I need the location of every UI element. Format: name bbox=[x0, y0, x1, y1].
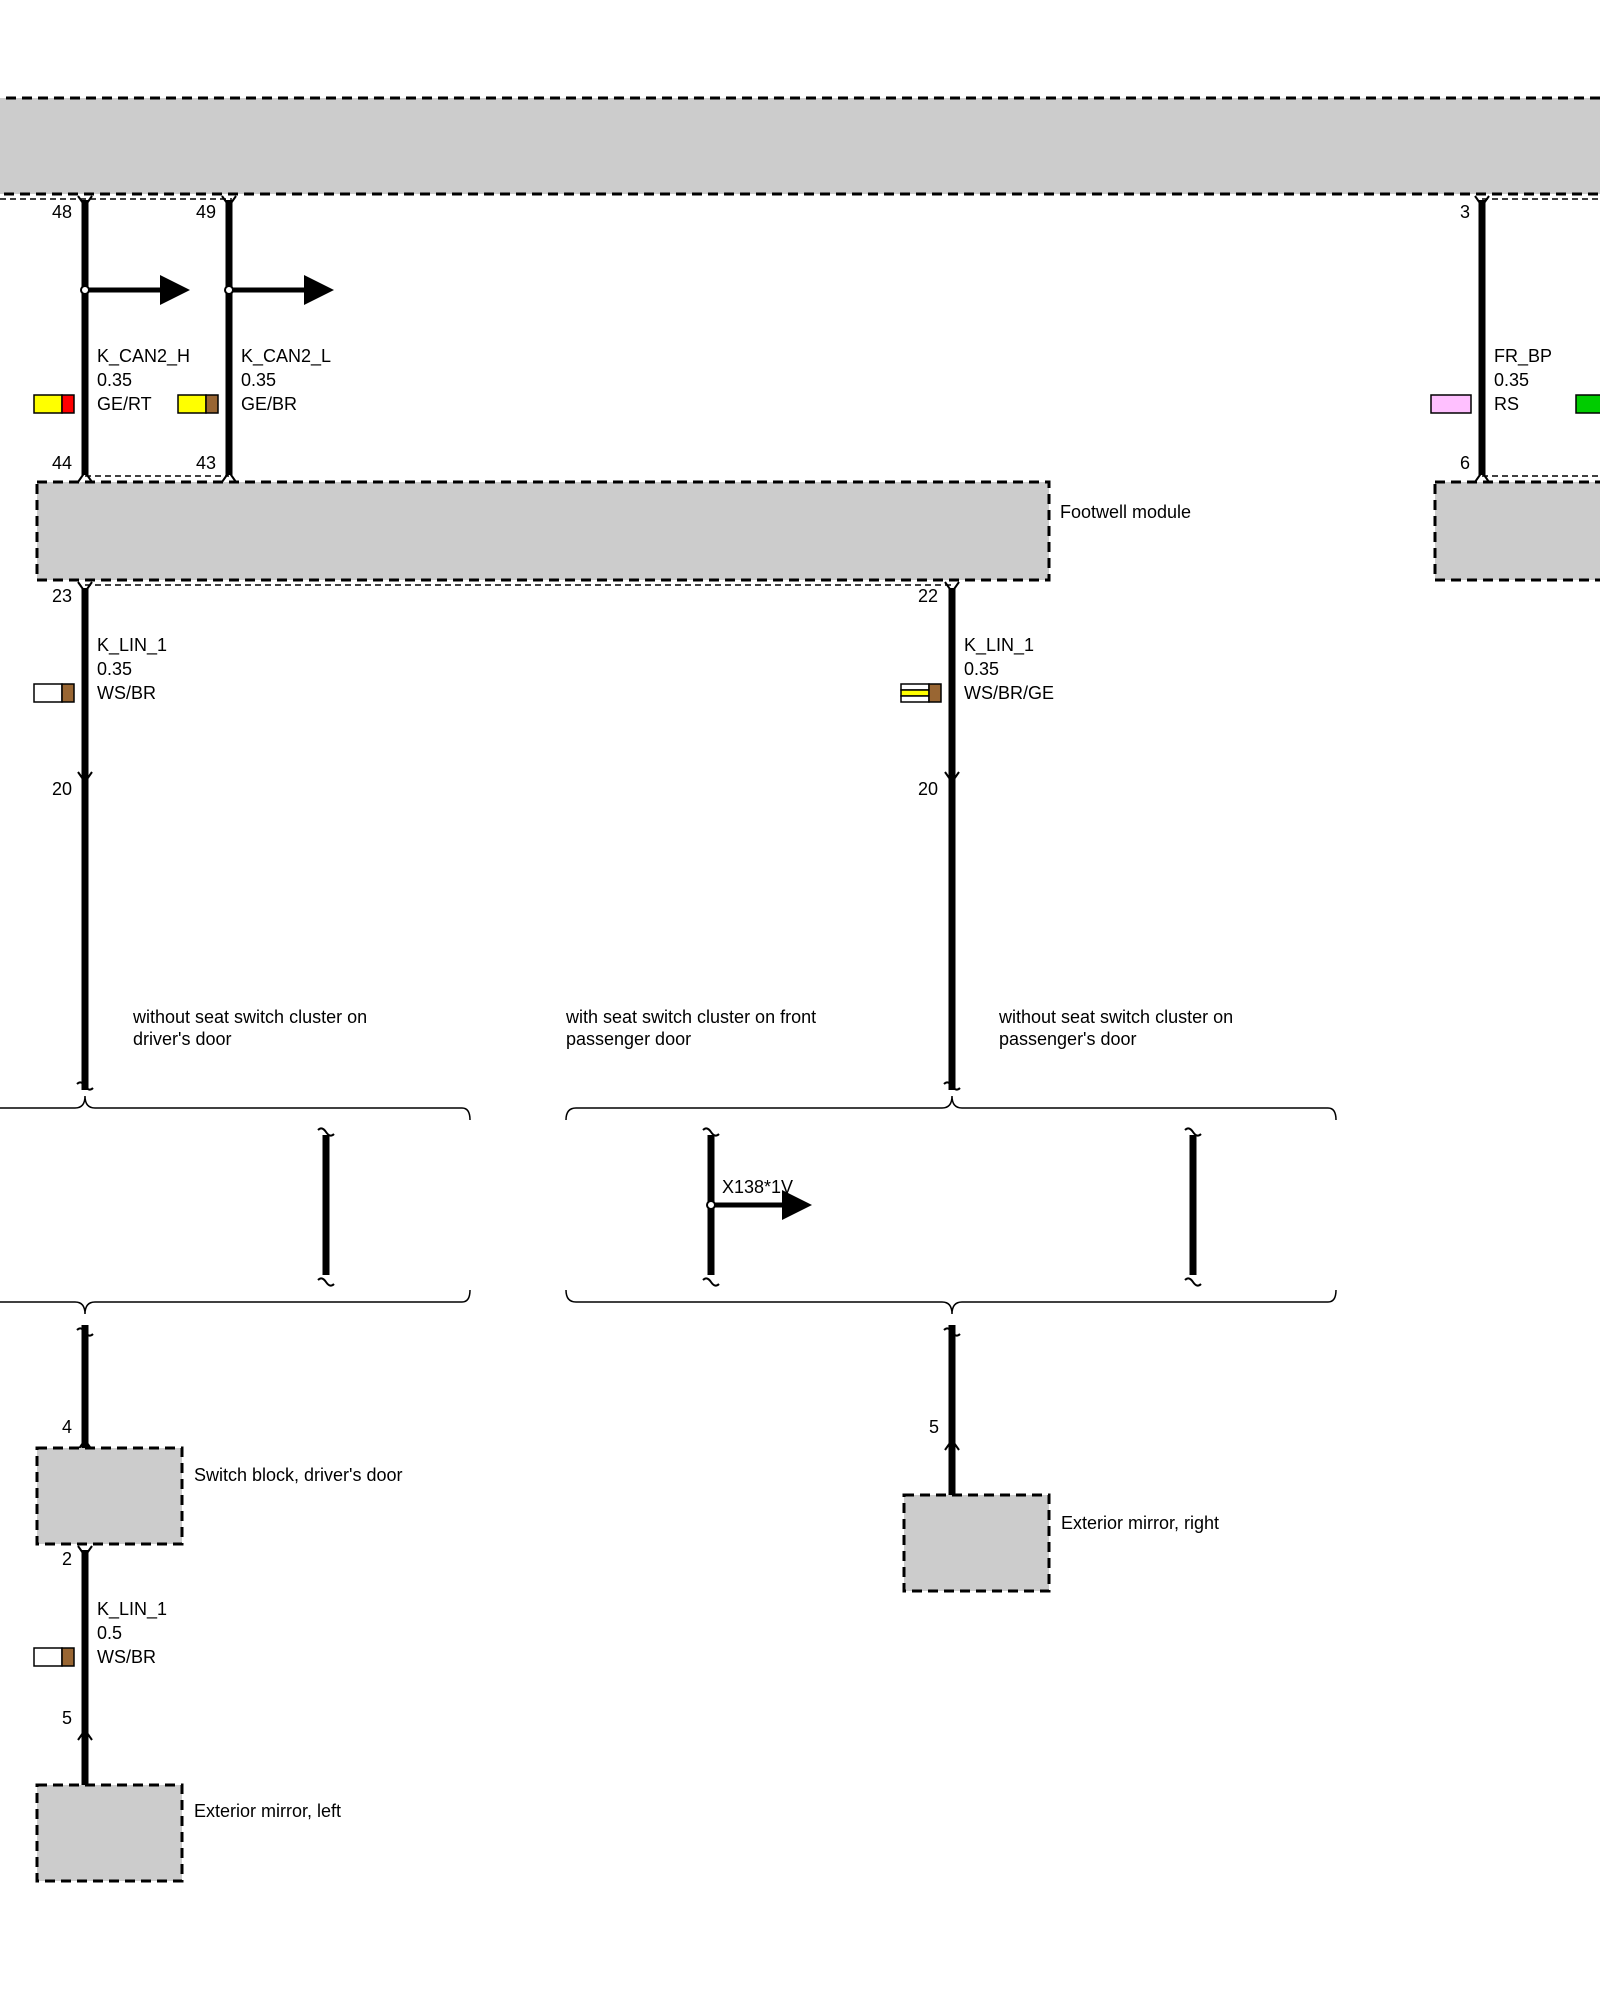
fr-bp-swatch bbox=[1430, 394, 1472, 414]
fork-44 bbox=[77, 470, 93, 483]
fork-43 bbox=[221, 470, 237, 483]
mirror-right-label: Exterior mirror, right bbox=[1061, 1513, 1219, 1533]
lin-right-swatch-2 bbox=[928, 683, 942, 703]
lin-mirror-swatch-1 bbox=[33, 1647, 63, 1667]
can-l-signal: K_CAN2_L bbox=[241, 346, 331, 367]
fork-5-left bbox=[77, 1728, 93, 1741]
right-partial-unit[interactable] bbox=[1433, 480, 1600, 582]
brace-left-top bbox=[0, 1095, 471, 1121]
lin-right-swatch-3 bbox=[900, 689, 930, 697]
squiggle-driver-bottom bbox=[317, 1277, 335, 1287]
switch-block-drivers-door[interactable] bbox=[35, 1446, 184, 1546]
variant-front-line2: passenger door bbox=[566, 1029, 691, 1049]
fork-6 bbox=[1474, 470, 1490, 483]
variant-passenger-line1: without seat switch cluster on bbox=[998, 1007, 1233, 1027]
can-h-color: GE/RT bbox=[97, 394, 152, 414]
squiggle-right-top bbox=[943, 1081, 961, 1091]
lin-mirror-gauge: 0.5 bbox=[97, 1623, 122, 1643]
footwell-module-label: Footwell module bbox=[1060, 502, 1191, 522]
lin-right-signal: K_LIN_1 bbox=[964, 635, 1034, 656]
brace-left-bottom bbox=[0, 1289, 471, 1315]
variant-driver-line1: without seat switch cluster on bbox=[132, 1007, 367, 1027]
mirror-left-label: Exterior mirror, left bbox=[194, 1801, 341, 1821]
pin-5-left: 5 bbox=[62, 1708, 72, 1728]
fork-5-right bbox=[944, 1438, 960, 1451]
fr-bp-color: RS bbox=[1494, 394, 1519, 414]
variant-driver-line2: driver's door bbox=[133, 1029, 231, 1049]
brace-right-top bbox=[565, 1095, 1337, 1121]
pin-23: 23 bbox=[52, 586, 72, 606]
squiggle-left-bottom bbox=[76, 1327, 94, 1337]
lin-left-color: WS/BR bbox=[97, 683, 156, 703]
fork-20-right bbox=[944, 771, 960, 784]
variant-passenger-line2: passenger's door bbox=[999, 1029, 1137, 1049]
pin-43: 43 bbox=[196, 453, 216, 473]
can-l-swatch-1 bbox=[177, 394, 207, 414]
squiggle-passenger-top bbox=[1184, 1127, 1202, 1137]
pin-2: 2 bbox=[62, 1549, 72, 1569]
lin-right-swatch-1b bbox=[900, 695, 930, 703]
can-l-swatch-2 bbox=[205, 394, 219, 414]
splice-can-h bbox=[80, 285, 90, 295]
lin-mirror-swatch-2 bbox=[61, 1647, 75, 1667]
pin-6: 6 bbox=[1460, 453, 1470, 473]
can-h-gauge: 0.35 bbox=[97, 370, 132, 390]
splice-can-l bbox=[224, 285, 234, 295]
squiggle-front-top bbox=[702, 1127, 720, 1137]
brace-right-bottom bbox=[565, 1289, 1337, 1315]
splice-x138 bbox=[706, 1200, 716, 1210]
pin-48: 48 bbox=[52, 202, 72, 222]
pin-3: 3 bbox=[1460, 202, 1470, 222]
pin-22: 22 bbox=[918, 586, 938, 606]
pin-5-right: 5 bbox=[929, 1417, 939, 1437]
variant-front-line1: with seat switch cluster on front bbox=[565, 1007, 816, 1027]
squiggle-driver-top bbox=[317, 1127, 335, 1137]
fork-20-left bbox=[77, 771, 93, 784]
fr-bp-gauge: 0.35 bbox=[1494, 370, 1529, 390]
can-h-swatch-2 bbox=[61, 394, 75, 414]
can-l-color: GE/BR bbox=[241, 394, 297, 414]
lin-left-signal: K_LIN_1 bbox=[97, 635, 167, 656]
squiggle-left-top bbox=[76, 1081, 94, 1091]
top-control-unit[interactable] bbox=[0, 96, 1600, 196]
pin-44: 44 bbox=[52, 453, 72, 473]
exterior-mirror-left[interactable] bbox=[35, 1783, 184, 1883]
lin-right-swatch-1 bbox=[900, 683, 930, 691]
can-h-swatch-1 bbox=[33, 394, 63, 414]
fr-bp-signal: FR_BP bbox=[1494, 346, 1552, 367]
lin-mirror-signal: K_LIN_1 bbox=[97, 1599, 167, 1620]
lin-right-color: WS/BR/GE bbox=[964, 683, 1054, 703]
pin-20-left: 20 bbox=[52, 779, 72, 799]
can-l-gauge: 0.35 bbox=[241, 370, 276, 390]
squiggle-right-bottom bbox=[943, 1327, 961, 1337]
footwell-module[interactable] bbox=[35, 480, 1051, 582]
lin-left-swatch-2 bbox=[61, 683, 75, 703]
switch-block-label: Switch block, driver's door bbox=[194, 1465, 403, 1485]
exterior-mirror-right[interactable] bbox=[902, 1493, 1051, 1593]
lin-mirror-color: WS/BR bbox=[97, 1647, 156, 1667]
lin-left-gauge: 0.35 bbox=[97, 659, 132, 679]
pin-4: 4 bbox=[62, 1417, 72, 1437]
squiggle-front-bottom bbox=[702, 1277, 720, 1287]
lin-left-swatch-1 bbox=[33, 683, 63, 703]
can-h-signal: K_CAN2_H bbox=[97, 346, 190, 367]
pin-49: 49 bbox=[196, 202, 216, 222]
pin-20-right: 20 bbox=[918, 779, 938, 799]
connector-x138-label: X138*1V bbox=[722, 1177, 793, 1197]
green-swatch bbox=[1575, 394, 1600, 414]
squiggle-passenger-bottom bbox=[1184, 1277, 1202, 1287]
lin-right-gauge: 0.35 bbox=[964, 659, 999, 679]
